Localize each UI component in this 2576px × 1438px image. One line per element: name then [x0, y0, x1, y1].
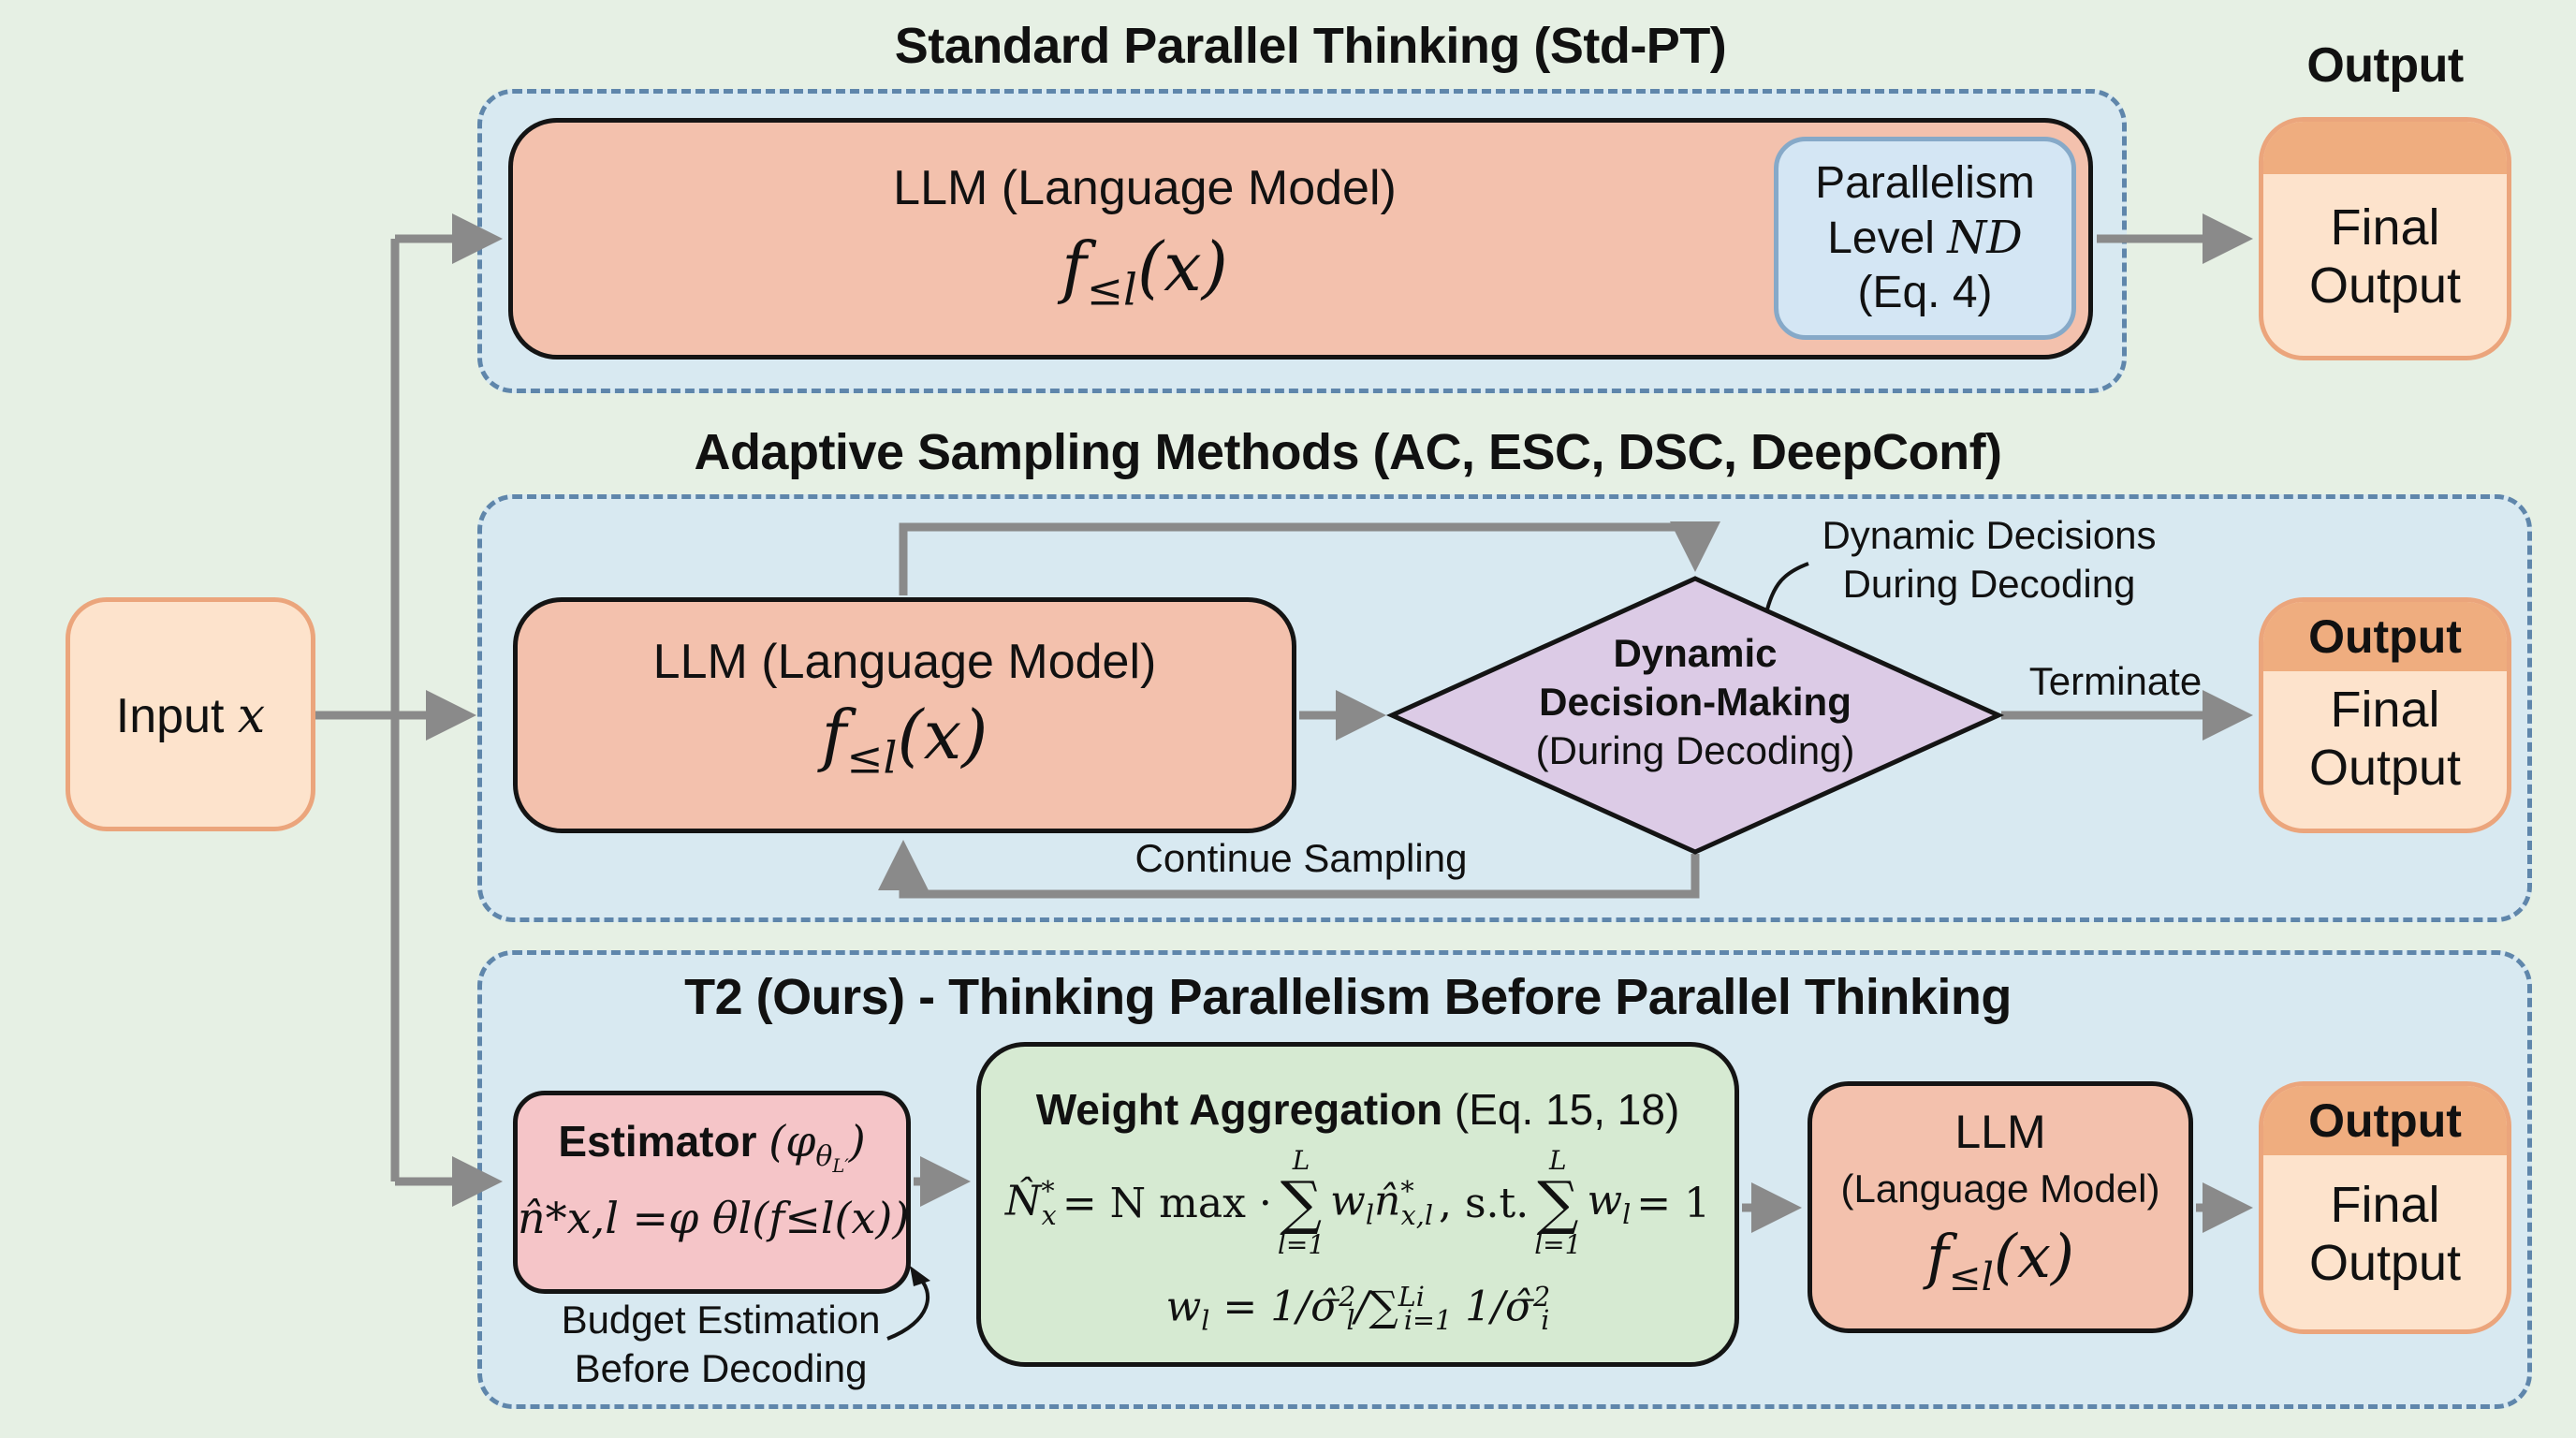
adaptive-llm-label: LLM (Language Model): [652, 635, 1157, 689]
decision-text: Dynamic Decision-Making (During Decoding…: [1461, 629, 1929, 775]
estimator-formula: n̂*x,l =φ θl(f≤l(x)): [518, 1193, 910, 1243]
std-pt-llm-box: LLM (Language Model) f≤l(x) Parallelism …: [508, 118, 2093, 360]
t2-llm-line2: (Language Model): [1840, 1167, 2160, 1211]
std-pt-llm-label: LLM (Language Model): [893, 161, 1397, 215]
output-column-title: Output: [2306, 38, 2464, 93]
parallelism-line2: Level: [1827, 213, 1935, 263]
adaptive-title: Adaptive Sampling Methods (AC, ESC, DSC,…: [694, 424, 2002, 480]
decision-line2: Decision-Making: [1539, 680, 1852, 724]
t2-output-line1: Final: [2330, 1177, 2440, 1233]
std-pt-output-box: Final Output: [2259, 117, 2511, 360]
aggregation-title: Weight Aggregation: [1035, 1085, 1443, 1134]
estimator-title: Estimator: [558, 1117, 757, 1166]
std-pt-title: Standard Parallel Thinking (Std-PT): [894, 18, 1727, 74]
adaptive-llm-formula: f≤l(x): [821, 696, 988, 785]
adaptive-output-box: Output Final Output: [2259, 597, 2511, 833]
input-label: Input: [115, 689, 225, 743]
std-pt-output-line2: Output: [2308, 257, 2462, 314]
std-pt-llm-formula: f≤l(x): [1061, 227, 1228, 316]
t2-llm-line1: LLM: [1954, 1106, 2046, 1158]
parallelism-eq-ref: (Eq. 4): [1857, 268, 1993, 317]
arrow-continue-sampling: [878, 840, 1700, 899]
adaptive-output-line1: Final: [2330, 682, 2440, 738]
input-box: Input x: [66, 597, 315, 831]
adaptive-llm-box: LLM (Language Model) f≤l(x): [513, 597, 1296, 833]
parallelism-box: Parallelism Level ND (Eq. 4): [1774, 137, 2076, 340]
adaptive-output-line2: Output: [2308, 740, 2462, 796]
t2-output-line2: Output: [2308, 1235, 2462, 1291]
arrow-loop-top: [899, 521, 1720, 595]
dynamic-annotation: Dynamic Decisions During Decoding: [1822, 513, 2157, 606]
estimator-box: Estimator (φθL′) n̂*x,l =φ θl(f≤l(x)): [513, 1091, 911, 1294]
decision-line3: (During Decoding): [1535, 728, 1855, 772]
t2-title: T2 (Ours) - Thinking Parallelism Before …: [684, 969, 2012, 1025]
t2-output-box: Output Final Output: [2259, 1081, 2511, 1334]
terminate-label: Terminate: [2028, 659, 2203, 703]
t2-llm-formula: f≤l(x): [1926, 1223, 2074, 1299]
std-pt-output-line1: Final: [2330, 199, 2440, 256]
parallelism-var: ND: [1947, 212, 2023, 264]
aggregation-eq1: N̂*x = N max · L ∑ l=1 wln̂*x,l , s.t. L…: [1004, 1145, 1711, 1260]
adaptive-output-header: Output: [2263, 602, 2507, 671]
decision-diamond: [1385, 576, 2005, 855]
t2-llm-box: LLM (Language Model) f≤l(x): [1808, 1081, 2193, 1333]
annotation-leader: [1765, 562, 1809, 610]
input-var: x: [237, 688, 266, 744]
aggregation-box: Weight Aggregation (Eq. 15, 18) N̂*x = N…: [976, 1042, 1739, 1367]
aggregation-eq-ref: (Eq. 15, 18): [1454, 1085, 1680, 1134]
aggregation-eq2: wl = 1/σ̂2l/∑Lii=1 1/σ̂2i: [1165, 1281, 1551, 1337]
parallelism-line1: Parallelism: [1815, 158, 2035, 208]
t2-output-header: Output: [2263, 1086, 2507, 1155]
budget-note: Budget Estimation Before Decoding: [561, 1298, 881, 1390]
decision-line1: Dynamic: [1613, 631, 1778, 675]
estimator-param: (φθL′): [768, 1116, 866, 1178]
continue-sampling-label: Continue Sampling: [1134, 836, 1468, 880]
